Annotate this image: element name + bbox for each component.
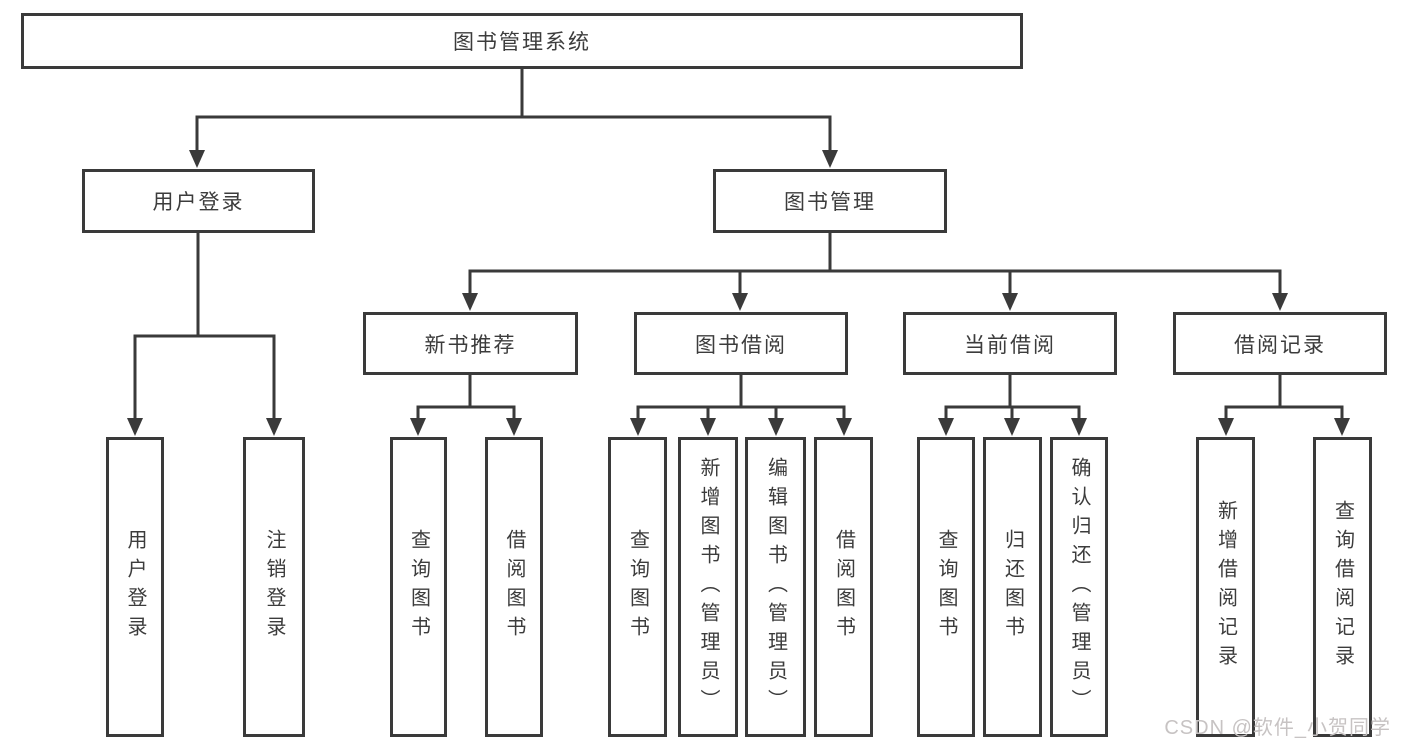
- leaf-newbook-query-books: 查询图书: [390, 437, 447, 737]
- arrow-down-icon: [836, 418, 852, 436]
- node-book-management-label: 图书管理: [784, 191, 876, 214]
- arrow-down-icon: [266, 418, 282, 436]
- node-user-login-label: 用户登录: [152, 191, 245, 214]
- node-book-borrow: 图书借阅: [634, 312, 848, 375]
- arrow-down-icon: [1218, 418, 1234, 436]
- arrow-down-icon: [1272, 293, 1288, 311]
- arrow-down-icon: [1004, 418, 1020, 436]
- arrow-down-icon: [1002, 293, 1018, 311]
- leaf-current-query-books: 查询图书: [917, 437, 975, 737]
- arrow-down-icon: [462, 293, 478, 311]
- leaf-records-add-record: 新增借阅记录: [1196, 437, 1255, 737]
- leaf-newbook-borrow-books-label: 借阅图书: [503, 529, 525, 645]
- node-new-book-recommend: 新书推荐: [363, 312, 578, 375]
- leaf-current-return-books-label: 归还图书: [1001, 529, 1024, 645]
- node-current-borrow-label: 当前借阅: [964, 333, 1056, 357]
- node-user-login: 用户登录: [82, 169, 315, 233]
- leaf-user-login: 用户登录: [106, 437, 164, 737]
- arrowheads: [127, 150, 1350, 436]
- arrow-down-icon: [1071, 418, 1087, 436]
- node-current-borrow: 当前借阅: [903, 312, 1117, 375]
- arrow-down-icon: [410, 418, 426, 436]
- leaf-current-confirm-return-admin-label: 确认归还（管理员）: [1068, 456, 1090, 718]
- leaf-borrow-borrow-books-label: 借阅图书: [832, 529, 855, 645]
- leaf-current-query-books-label: 查询图书: [935, 529, 957, 645]
- edge-bookmgmt-to-level3: [468, 231, 1282, 297]
- leaf-borrow-add-books-admin-label: 新增图书（管理员）: [697, 456, 719, 718]
- leaf-borrow-query-books-label: 查询图书: [626, 529, 649, 645]
- leaf-borrow-edit-books-admin-label: 编辑图书（管理员）: [764, 456, 787, 718]
- edge-currentborrow-to-leaves: [944, 373, 1081, 422]
- arrow-down-icon: [1334, 418, 1350, 436]
- node-root: 图书管理系统: [21, 13, 1023, 69]
- arrow-down-icon: [189, 150, 205, 168]
- node-borrow-records-label: 借阅记录: [1234, 333, 1326, 357]
- node-book-borrow-label: 图书借阅: [695, 333, 787, 357]
- leaf-borrow-add-books-admin: 新增图书（管理员）: [678, 437, 738, 737]
- edge-root-to-level2: [195, 67, 832, 153]
- leaf-current-return-books: 归还图书: [983, 437, 1042, 737]
- leaf-newbook-query-books-label: 查询图书: [407, 529, 430, 645]
- edge-bookborrow-to-leaves: [636, 373, 846, 422]
- leaf-logout-label: 注销登录: [263, 529, 285, 645]
- arrow-down-icon: [938, 418, 954, 436]
- node-borrow-records: 借阅记录: [1173, 312, 1387, 375]
- node-root-label: 图书管理系统: [453, 31, 591, 54]
- arrow-down-icon: [768, 418, 784, 436]
- leaf-records-query-record-label: 查询借阅记录: [1331, 500, 1354, 674]
- arrow-down-icon: [822, 150, 838, 168]
- edge-records-to-leaves: [1224, 373, 1344, 422]
- leaf-borrow-query-books: 查询图书: [608, 437, 667, 737]
- leaf-records-query-record: 查询借阅记录: [1313, 437, 1372, 737]
- leaf-logout: 注销登录: [243, 437, 305, 737]
- edge-newbook-to-leaves: [416, 373, 516, 422]
- arrow-down-icon: [506, 418, 522, 436]
- edge-userlogin-to-leaves: [133, 231, 276, 422]
- arrow-down-icon: [127, 418, 143, 436]
- leaf-newbook-borrow-books: 借阅图书: [485, 437, 543, 737]
- arrow-down-icon: [732, 293, 748, 311]
- arrow-down-icon: [700, 418, 716, 436]
- leaf-records-add-record-label: 新增借阅记录: [1214, 500, 1237, 674]
- leaf-current-confirm-return-admin: 确认归还（管理员）: [1050, 437, 1108, 737]
- leaf-borrow-edit-books-admin: 编辑图书（管理员）: [745, 437, 806, 737]
- node-new-book-recommend-label: 新书推荐: [424, 333, 517, 357]
- leaf-user-login-label: 用户登录: [124, 529, 146, 645]
- node-book-management: 图书管理: [713, 169, 947, 233]
- watermark: CSDN @软件_小贺同学: [1164, 717, 1391, 739]
- arrow-down-icon: [630, 418, 646, 436]
- leaf-borrow-borrow-books: 借阅图书: [814, 437, 873, 737]
